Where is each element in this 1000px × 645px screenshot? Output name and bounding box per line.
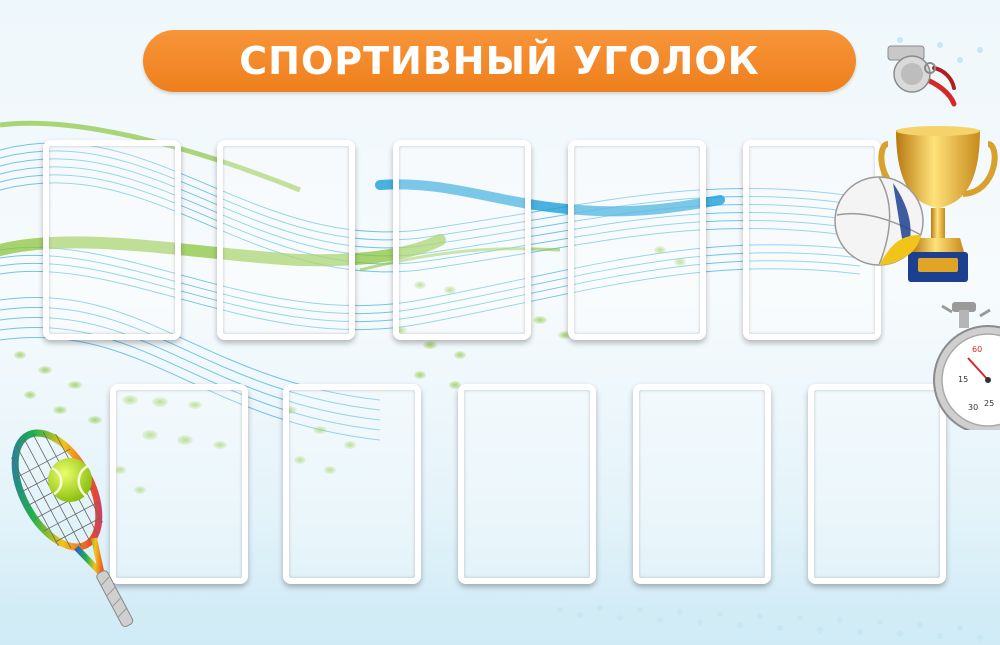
pocket-top-1 [43,140,181,340]
pocket-bottom-1 [110,384,248,584]
volleyball-icon [834,176,924,266]
pocket-bottom-2 [283,384,421,584]
pocket-bottom-3 [458,384,596,584]
pocket-top-3 [393,140,531,340]
stopwatch-label-30: 30 [968,403,978,412]
pocket-bottom-4 [633,384,771,584]
tennis-ball-icon [48,458,92,502]
title-banner: СПОРТИВНЫЙ УГОЛОК [143,30,856,92]
stopwatch-label-15: 15 [958,375,968,384]
stopwatch-label-25: 25 [984,399,994,408]
pocket-top-2 [217,140,355,340]
stopwatch-label-60: 60 [972,345,982,354]
stopwatch-icon: 60 15 30 25 [933,302,1000,430]
whistle-icon [887,45,957,107]
tennis-racket-icon [11,429,134,627]
stand-title: СПОРТИВНЫЙ УГОЛОК [239,39,760,83]
pocket-top-4 [568,140,706,340]
pocket-bottom-5 [808,384,946,584]
